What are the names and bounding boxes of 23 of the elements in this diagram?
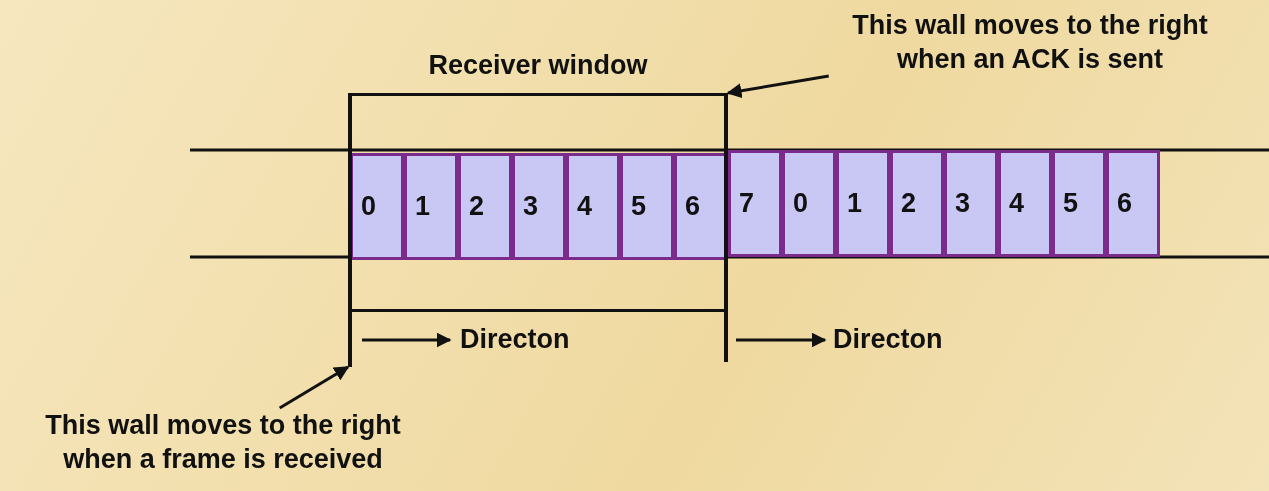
frame-cell: 0 — [782, 150, 836, 257]
annotation-text: This wall moves to the right when an ACK is sent — [815, 8, 1245, 76]
frame-cell: 3 — [944, 150, 998, 257]
window-title: Receiver window — [427, 49, 649, 82]
frame-cell: 7 — [728, 150, 782, 257]
frame-cell: 2 — [458, 153, 512, 260]
frame-cell: 5 — [620, 153, 674, 260]
frame-cell: 2 — [890, 150, 944, 257]
frame-cell: 3 — [512, 153, 566, 260]
direction-label: Directon — [460, 323, 570, 356]
frame-cell: 4 — [998, 150, 1052, 257]
frame-cell: 6 — [1106, 150, 1160, 257]
leader-arrow — [278, 365, 350, 410]
window-wall — [724, 93, 728, 362]
frame-cell: 0 — [350, 153, 404, 260]
direction-label: Directon — [833, 323, 943, 356]
frame-cell: 5 — [1052, 150, 1106, 257]
frame-cell: 4 — [566, 153, 620, 260]
frame-cell: 1 — [404, 153, 458, 260]
annotation-text: This wall moves to the right when a frame is received — [8, 408, 438, 476]
leader-arrow — [726, 74, 829, 99]
frame-cell: 1 — [836, 150, 890, 257]
window-wall — [348, 93, 352, 367]
